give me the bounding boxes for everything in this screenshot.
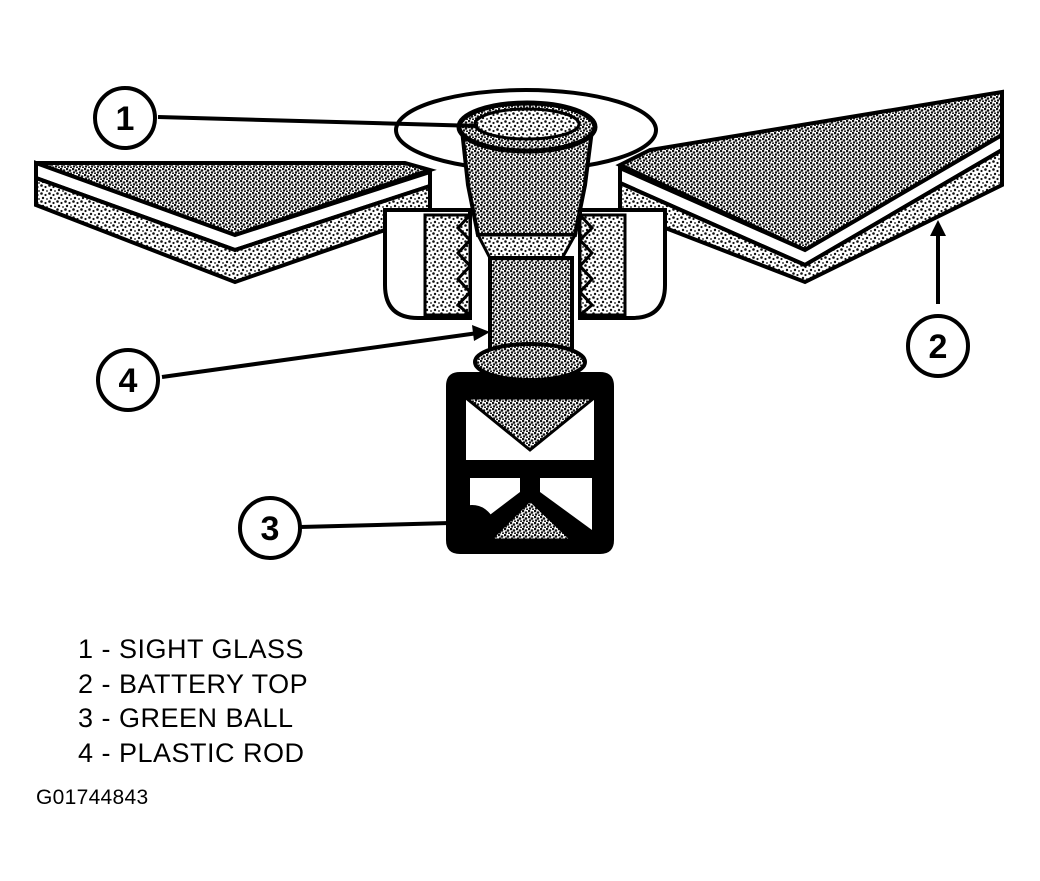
- threaded-housing: [383, 208, 667, 320]
- leader-line-1: [157, 115, 479, 128]
- green-ball: [449, 505, 495, 551]
- svg-text:1: 1: [116, 100, 135, 138]
- callout-1: 1: [93, 86, 157, 150]
- leader-line-4: [161, 331, 479, 379]
- leader-arrow-4: [472, 325, 490, 341]
- legend-item-sight-glass: 1 - SIGHT GLASS: [78, 634, 305, 664]
- legend: 1 - SIGHT GLASS 2 - BATTERY TOP 3 - GREE…: [78, 632, 308, 770]
- legend-item-green-ball: 3 - GREEN BALL: [78, 703, 294, 733]
- svg-text:2: 2: [929, 328, 948, 366]
- svg-text:3: 3: [261, 510, 280, 548]
- sight-glass: [456, 100, 598, 264]
- callout-2: 2: [906, 314, 970, 378]
- svg-text:4: 4: [119, 362, 138, 400]
- battery-top: [34, 89, 1004, 285]
- legend-item-battery-top: 2 - BATTERY TOP: [78, 668, 309, 699]
- leader-arrow-2: [930, 220, 946, 236]
- legend-item-plastic-rod: 4 - PLASTIC ROD: [78, 737, 305, 768]
- ball-cage: [446, 342, 614, 554]
- callout-3: 3: [238, 496, 302, 560]
- callout-4: 4: [96, 348, 160, 412]
- leader-line-3: [299, 521, 451, 529]
- figure-id: G01744843: [36, 786, 149, 809]
